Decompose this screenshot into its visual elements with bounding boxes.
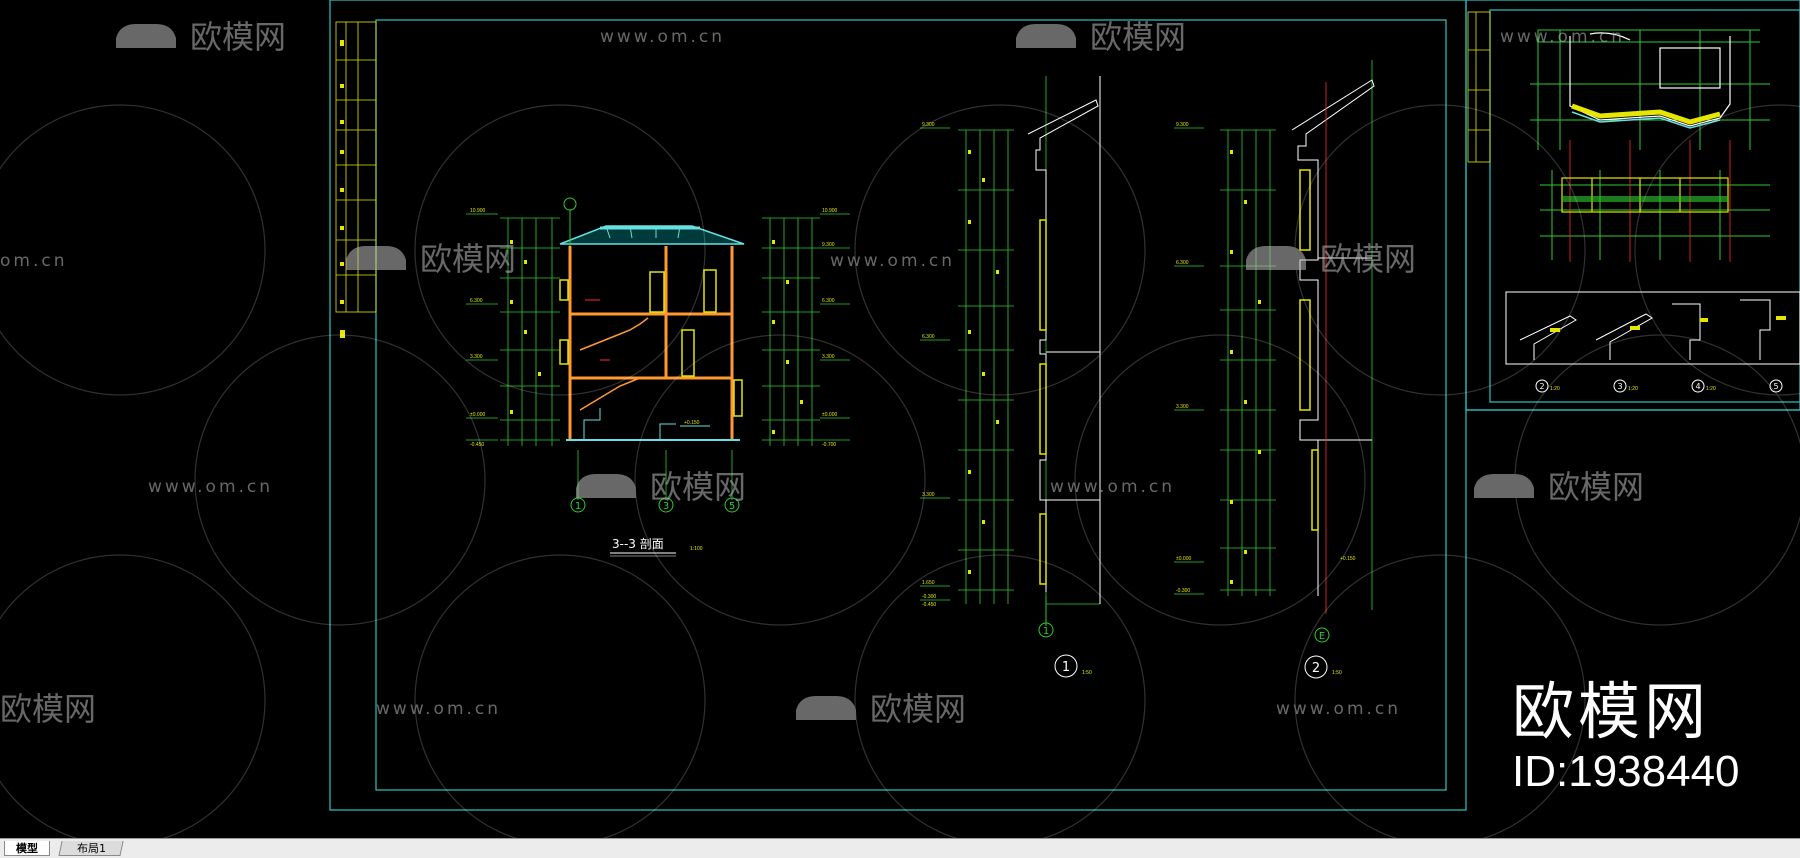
detail1-axis-label: 1 (1043, 626, 1049, 637)
wall-detail-1[interactable]: 1 9.300 6.300 3.300 1.650 -0.300 -0.450 … (920, 76, 1101, 678)
watermark-layer: 欧模网 欧模网 欧模网 欧模网 欧模网 欧模网 欧模网 欧模网 www.om.c… (0, 18, 1800, 838)
floor-level-label: +0.150 (684, 420, 700, 426)
watermark-brand-4: 欧模网 (1320, 240, 1416, 278)
elev-left-2: 6.300 (470, 298, 483, 304)
d2-elev-2: 6.300 (1176, 260, 1189, 266)
tab-model[interactable]: 模型 (4, 841, 50, 856)
watermark-brand-2: 欧模网 (1090, 18, 1186, 56)
watermark-brand-7: 欧模网 (0, 690, 96, 728)
section-scale: 1:100 (690, 546, 703, 552)
layout-tab-bar: 模型 布局1 (0, 838, 1800, 858)
right-detail-label-2: 2 (1539, 382, 1544, 391)
watermark-brand-3: 欧模网 (420, 240, 516, 278)
watermark-url-1: www.om.cn (600, 27, 725, 47)
watermark-brand-1: 欧模网 (190, 18, 286, 56)
watermark-url-8: www.om.cn (1276, 699, 1401, 719)
elev-right-5: ±0.000 (822, 412, 837, 418)
axis-label-5: 5 (729, 501, 735, 512)
elev-left-3: 3.300 (470, 354, 483, 360)
watermark-url-3: om.cn (0, 251, 68, 271)
detail1-axis-bubble (1038, 622, 1054, 638)
brand-id: ID:1938440 (1512, 747, 1740, 796)
axis-label-3: 3 (663, 501, 669, 512)
right-detail-label-5: 5 (1773, 382, 1778, 391)
detail1-callout-label: 1 (1062, 660, 1070, 675)
elev-left-4: ±0.000 (470, 412, 485, 418)
wall-detail-2[interactable]: E 9.300 6.300 3.300 ±0.000 -0.300 +0.150… (1174, 60, 1375, 679)
right-detail-scale-3: 1:20 (1628, 386, 1638, 392)
elev-right-4: 3.300 (822, 354, 835, 360)
watermark-url-5: www.om.cn (148, 477, 273, 497)
right-detail-label-4: 4 (1695, 382, 1700, 391)
right-sheet[interactable]: 2 3 4 5 1:20 1:20 1:20 (1467, 11, 1800, 393)
tab-layout-1-label: 布局1 (76, 842, 106, 855)
detail1-callout (1054, 654, 1078, 678)
detail2-callout (1304, 655, 1328, 679)
watermark-brand-8: 欧模网 (870, 690, 966, 728)
d1-elev-2: 6.300 (922, 334, 935, 340)
d1-elev-1: 9.300 (922, 122, 935, 128)
elev-left-1: 10.900 (470, 208, 486, 214)
right-detail-label-3: 3 (1617, 382, 1622, 391)
right-detail-scale-2: 1:20 (1550, 386, 1560, 392)
d1-elev-4: 1.650 (922, 580, 935, 586)
detail2-scale: 1:50 (1332, 670, 1342, 676)
d2-elev-4: ±0.000 (1176, 556, 1191, 562)
brand-name: 欧模网 (1512, 675, 1711, 748)
d2-floor-label: +0.150 (1340, 556, 1356, 562)
detail2-axis-label: E (1319, 631, 1325, 642)
d2-elev-3: 3.300 (1176, 404, 1189, 410)
watermark-brand-6: 欧模网 (1548, 468, 1644, 506)
watermark-url-4: www.om.cn (830, 251, 955, 271)
detail1-scale: 1:50 (1082, 670, 1092, 676)
watermark-url-2: www.om.cn (1500, 27, 1625, 47)
elev-right-3: 6.300 (822, 298, 835, 304)
tab-layout-1[interactable]: 布局1 (58, 841, 124, 856)
drawing-frames (329, 0, 1800, 811)
d1-elev-5: -0.300 (922, 594, 936, 600)
watermark-brand-5: 欧模网 (650, 468, 746, 506)
title-block (335, 21, 377, 313)
brand-watermark: 欧模网 ID:1938440 (1512, 678, 1740, 798)
section-title: 3--3 剖面 (612, 537, 664, 551)
title-block-marks (340, 40, 345, 338)
d1-elev-3: 3.300 (922, 492, 935, 498)
elev-right-6: -0.700 (822, 442, 836, 448)
right-detail-scale-4: 1:20 (1706, 386, 1716, 392)
detail2-axis-bubble (1314, 627, 1330, 643)
watermark-url-7: www.om.cn (376, 699, 501, 719)
elev-left-5: -0.450 (470, 442, 484, 448)
watermark-url-6: www.om.cn (1050, 477, 1175, 497)
d1-elev-6: -0.450 (922, 602, 936, 608)
detail2-callout-label: 2 (1312, 661, 1320, 676)
axis-label-1: 1 (575, 501, 581, 512)
elev-right-1: 10.900 (822, 208, 838, 214)
d2-elev-5: -0.300 (1176, 588, 1190, 594)
elev-right-2: 9.300 (822, 242, 835, 248)
d2-elev-1: 9.300 (1176, 122, 1189, 128)
section-3-3[interactable]: 1 3 5 10.900 6.300 3.300 ±0.000 -0.450 1… (466, 197, 850, 557)
cad-model-space[interactable]: 1 3 5 10.900 6.300 3.300 ±0.000 -0.450 1… (0, 0, 1800, 838)
